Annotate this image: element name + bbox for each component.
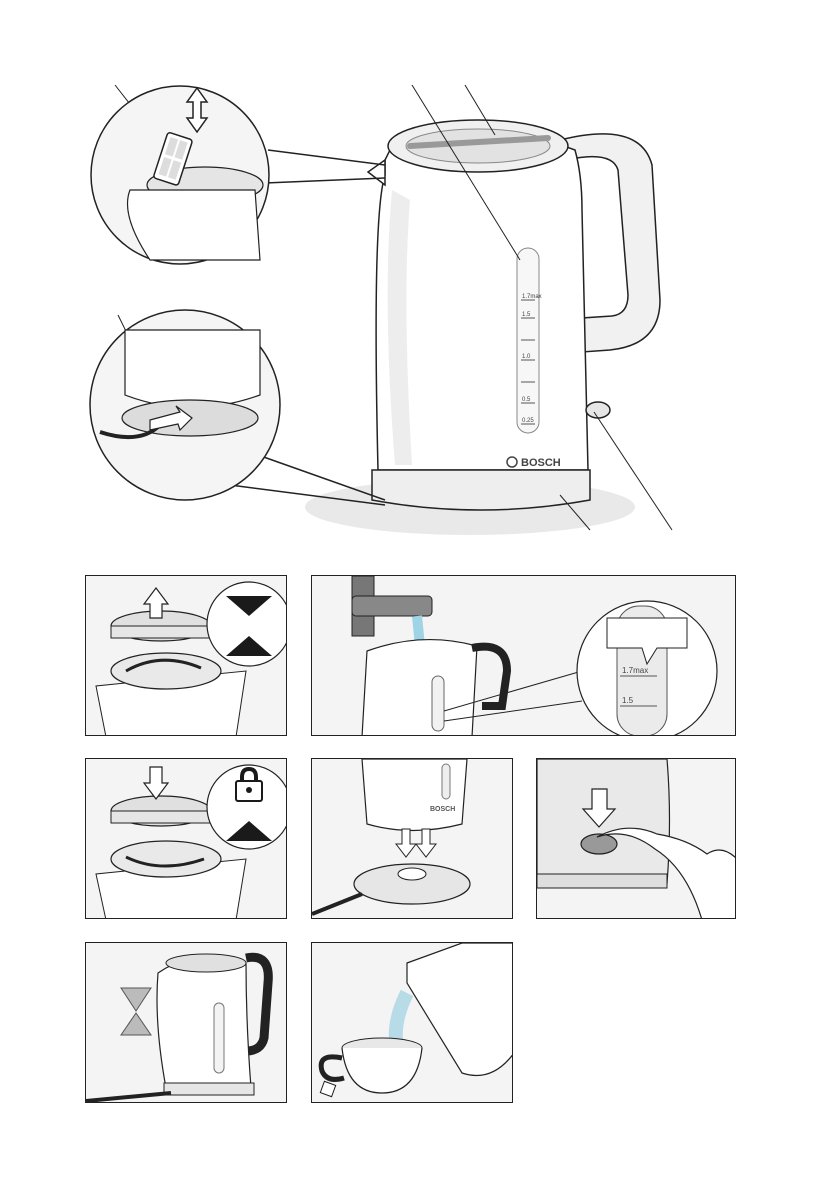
step-panel-remove-filter: [85, 575, 287, 736]
power-switch: [586, 402, 610, 418]
kettle-overview-svg: 1.7max 1.5 1.0 0.5 0.25 BOSCH: [0, 0, 840, 560]
step-panel-pour-water: [311, 942, 513, 1103]
scale-mark: 0.5: [522, 397, 531, 403]
step-panel-insert-filter-lock: [85, 758, 287, 919]
step-wait-svg: [86, 943, 287, 1103]
step-fill-water-svg: 1.7max 1.5: [312, 576, 736, 736]
kettle-base: [372, 470, 590, 510]
step-pour-svg: [312, 943, 513, 1103]
step-insert-filter-svg: [86, 759, 287, 919]
fill-mark: 1.7max: [622, 666, 648, 675]
power-switch: [581, 834, 617, 854]
water-level-window: [432, 676, 444, 731]
scale-mark: 1.7max: [522, 294, 542, 300]
scale-mark: 0.25: [522, 418, 534, 424]
step-switch-on-svg: [537, 759, 736, 919]
fill-mark: 1.5: [622, 696, 634, 705]
step-remove-filter-svg: [86, 576, 287, 736]
scale-mark: 1.5: [522, 312, 531, 318]
kettle-overview-illustration: 1.7max 1.5 1.0 0.5 0.25 BOSCH: [0, 0, 840, 560]
step-place-base-svg: BOSCH: [312, 759, 513, 919]
step-panel-wait-boiling: [85, 942, 287, 1103]
brand-label: BOSCH: [430, 806, 455, 813]
scale-mark: 1.0: [522, 354, 531, 360]
brand-label: BOSCH: [521, 457, 561, 469]
step-panel-switch-on: [536, 758, 736, 919]
step-panel-fill-water: 1.7max 1.5: [311, 575, 736, 736]
step-panel-place-on-base: BOSCH: [311, 758, 513, 919]
